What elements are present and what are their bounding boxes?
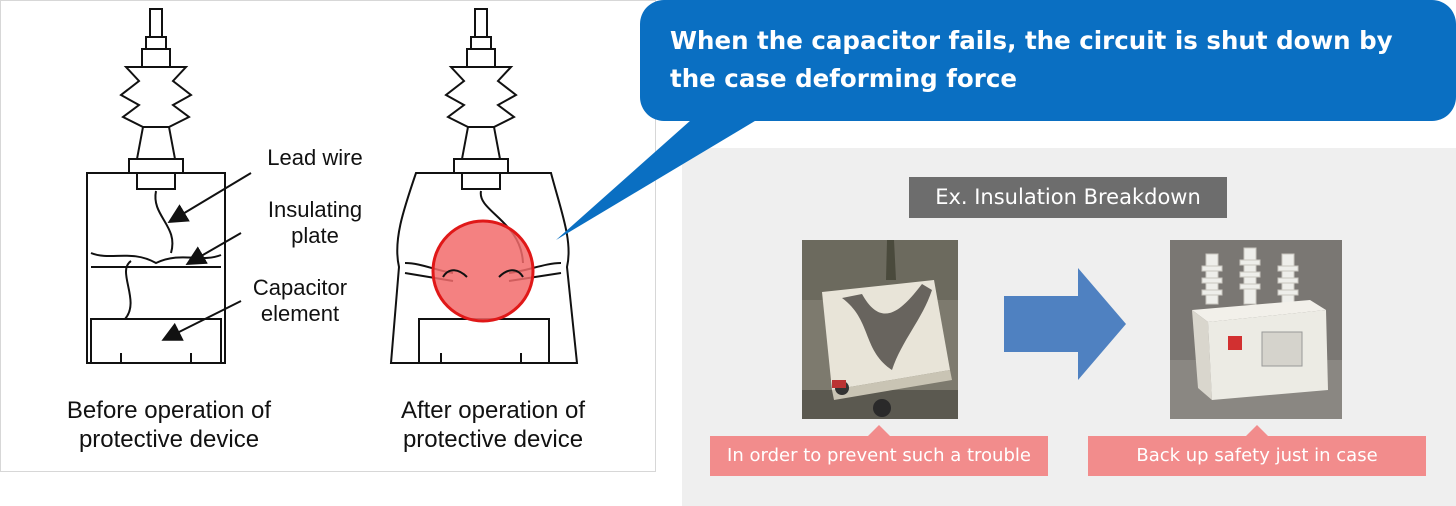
lead-wire-label: Lead wire bbox=[267, 145, 363, 170]
right-arrow-icon bbox=[1004, 268, 1126, 380]
capacitor-element-label: Capacitor element bbox=[252, 275, 348, 327]
prevent-trouble-tag: In order to prevent such a trouble bbox=[710, 425, 1048, 476]
insulating-plate-label: Insulating plate bbox=[267, 197, 363, 249]
diagram-panel: Lead wire Insulating plate Capacitor ele… bbox=[0, 0, 656, 472]
before-capacitor bbox=[86, 8, 226, 364]
before-caption: Before operation of protective device bbox=[66, 397, 272, 453]
capacitor-diagram bbox=[86, 8, 579, 364]
example-label: Ex. Insulation Breakdown bbox=[909, 177, 1227, 218]
new-capacitor-photo bbox=[1170, 240, 1342, 419]
callout-text: When the capacitor fails, the circuit is… bbox=[670, 26, 1393, 93]
failure-highlight bbox=[431, 219, 535, 323]
label-pointers bbox=[161, 172, 252, 341]
damaged-capacitor-photo bbox=[802, 240, 958, 419]
after-caption: After operation of protective device bbox=[400, 397, 586, 453]
broken-contacts bbox=[442, 269, 524, 278]
backup-safety-tag: Back up safety just in case bbox=[1088, 425, 1426, 476]
callout-bubble: When the capacitor fails, the circuit is… bbox=[640, 0, 1456, 121]
